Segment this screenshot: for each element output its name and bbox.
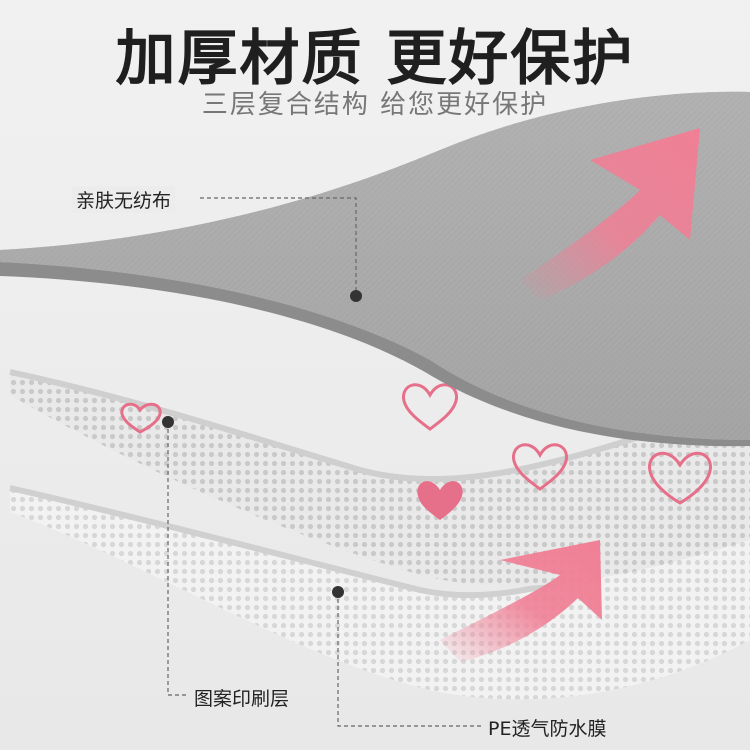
callout-dot (332, 586, 344, 598)
label-pe-film: PE透气防水膜 (488, 718, 607, 740)
page-subtitle: 三层复合结构 给您更好保护 (201, 90, 549, 120)
heart-icon (120, 402, 162, 434)
heart-icon (512, 443, 568, 491)
callout-bottom (337, 592, 482, 727)
heart-icon (417, 481, 463, 520)
callout-top (200, 197, 357, 296)
label-printed-layer: 图案印刷层 (194, 688, 290, 710)
label-nonwoven: 亲肤无纺布 (72, 186, 176, 213)
printed-layer (9, 369, 750, 587)
page-title: 加厚材质 更好保护 (115, 24, 635, 94)
heart-icon (648, 451, 712, 505)
nonwoven-layer (0, 91, 750, 447)
callout-dot (350, 290, 362, 302)
callout-dot (162, 416, 174, 428)
callout-middle (167, 422, 188, 696)
heart-icon (402, 383, 458, 431)
arrow-up-icon (520, 128, 700, 300)
arrow-up-icon (440, 540, 602, 662)
